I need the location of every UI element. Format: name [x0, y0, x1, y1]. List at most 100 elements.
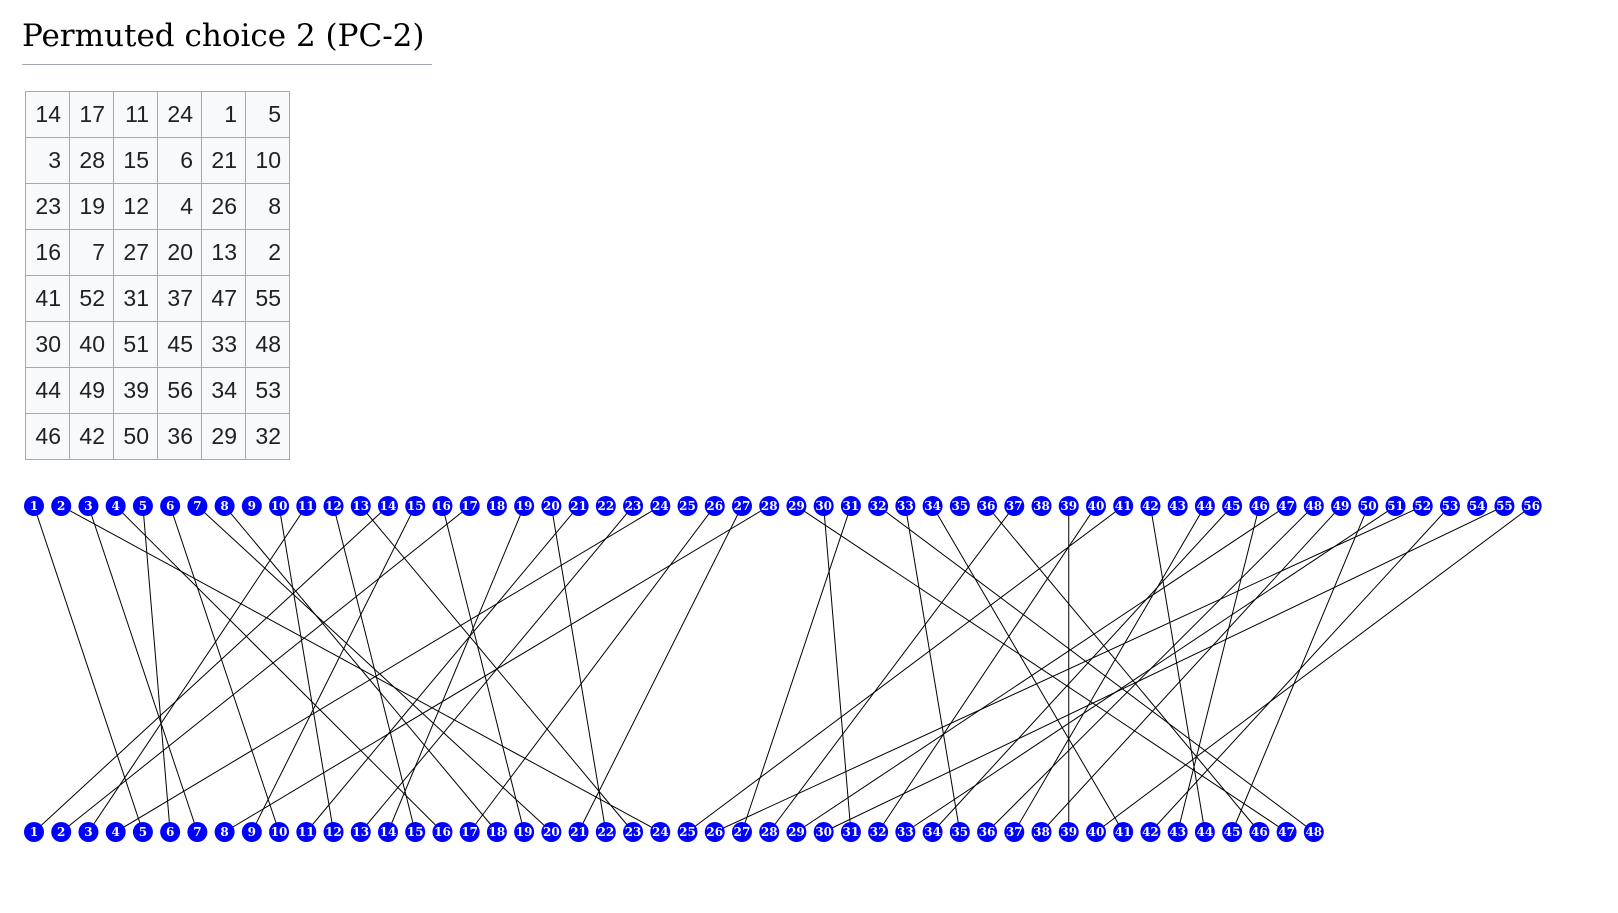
output-node-circle	[214, 822, 235, 842]
output-node-label: 27	[734, 825, 751, 839]
output-node-circle	[813, 822, 834, 842]
output-node-circle	[1194, 822, 1215, 842]
output-node-circle	[486, 822, 507, 842]
input-node-circle	[486, 496, 507, 516]
table-cell: 36	[157, 413, 202, 460]
permutation-line	[387, 505, 525, 833]
input-node-label: 47	[1278, 499, 1295, 513]
output-node-circle	[949, 822, 970, 842]
input-node-31: 31	[840, 496, 861, 516]
input-node-circle	[1113, 496, 1134, 516]
input-node-circle	[350, 496, 371, 516]
input-node-circle	[214, 496, 235, 516]
output-node-label: 16	[434, 825, 451, 839]
table-cell: 28	[69, 137, 114, 184]
table-cell: 21	[201, 137, 246, 184]
section-heading-container: Permuted choice 2 (PC-2)	[22, 14, 432, 65]
table-cell: 15	[113, 137, 158, 184]
permutation-line	[823, 505, 852, 833]
permutation-line	[169, 505, 280, 833]
input-node-8: 8	[214, 496, 235, 516]
output-node-2: 2	[51, 822, 72, 842]
output-node-label: 30	[815, 825, 832, 839]
table-cell: 46	[25, 413, 70, 460]
table-cell: 53	[245, 367, 290, 414]
output-node-circle	[1058, 822, 1079, 842]
output-node-circle	[977, 822, 998, 842]
input-node-49: 49	[1331, 496, 1352, 516]
permutation-line	[550, 505, 607, 833]
input-node-27: 27	[731, 496, 752, 516]
table-cell: 29	[201, 413, 246, 460]
permutation-line	[1013, 505, 1206, 833]
permutation-line	[768, 505, 1015, 833]
output-node-24: 24	[650, 822, 671, 842]
input-node-53: 53	[1439, 496, 1460, 516]
output-node-label: 23	[625, 825, 642, 839]
input-node-16: 16	[432, 496, 453, 516]
input-node-circle	[241, 496, 262, 516]
input-node-label: 52	[1414, 499, 1431, 513]
input-node-circle	[187, 496, 208, 516]
input-node-circle	[949, 496, 970, 516]
input-node-28: 28	[759, 496, 780, 516]
output-node-circle	[677, 822, 698, 842]
output-node-circle	[1085, 822, 1106, 842]
output-node-circle	[1004, 822, 1025, 842]
table-cell: 3	[25, 137, 70, 184]
input-node-circle	[459, 496, 480, 516]
input-node-label: 27	[734, 499, 751, 513]
output-node-circle	[1113, 822, 1134, 842]
input-node-label: 13	[352, 499, 369, 513]
table-cell: 56	[157, 367, 202, 414]
input-node-circle	[24, 496, 44, 516]
permutation-line	[578, 505, 743, 833]
permutation-line	[115, 505, 661, 833]
output-node-circle	[160, 822, 181, 842]
input-node-label: 24	[652, 499, 669, 513]
table-cell: 32	[245, 413, 290, 460]
table-cell: 17	[69, 91, 114, 138]
permutation-line	[1231, 505, 1369, 833]
output-node-label: 33	[897, 825, 914, 839]
output-node-label: 17	[461, 825, 478, 839]
output-node-label: 44	[1197, 825, 1214, 839]
output-node-31: 31	[840, 822, 861, 842]
input-node-label: 25	[679, 499, 696, 513]
output-node-28: 28	[759, 822, 780, 842]
output-node-45: 45	[1222, 822, 1243, 842]
permutation-line	[741, 505, 852, 833]
input-node-circle	[1521, 496, 1542, 516]
input-node-circle	[1439, 496, 1460, 516]
input-node-56: 56	[1521, 496, 1542, 516]
permutation-line	[986, 505, 1260, 833]
permutation-line	[142, 505, 171, 833]
input-node-circle	[51, 496, 72, 516]
input-node-26: 26	[704, 496, 725, 516]
output-node-circle	[650, 822, 671, 842]
table-cell: 4	[157, 183, 202, 230]
output-node-label: 19	[516, 825, 533, 839]
output-node-48: 48	[1303, 822, 1324, 842]
permutation-line	[360, 505, 634, 833]
output-node-label: 11	[298, 825, 315, 839]
output-node-label: 14	[380, 825, 397, 839]
input-node-label: 33	[897, 499, 914, 513]
table-cell: 49	[69, 367, 114, 414]
input-node-circle	[704, 496, 725, 516]
input-node-19: 19	[514, 496, 535, 516]
input-node-label: 44	[1197, 499, 1214, 513]
input-node-12: 12	[323, 496, 344, 516]
table-cell: 39	[113, 367, 158, 414]
output-node-label: 8	[220, 825, 228, 839]
permutation-line	[796, 505, 1287, 833]
input-node-3: 3	[78, 496, 99, 516]
output-node-circle	[1031, 822, 1052, 842]
input-node-label: 23	[625, 499, 642, 513]
input-node-circle	[1467, 496, 1488, 516]
output-node-13: 13	[350, 822, 371, 842]
output-node-circle	[895, 822, 916, 842]
output-node-7: 7	[187, 822, 208, 842]
